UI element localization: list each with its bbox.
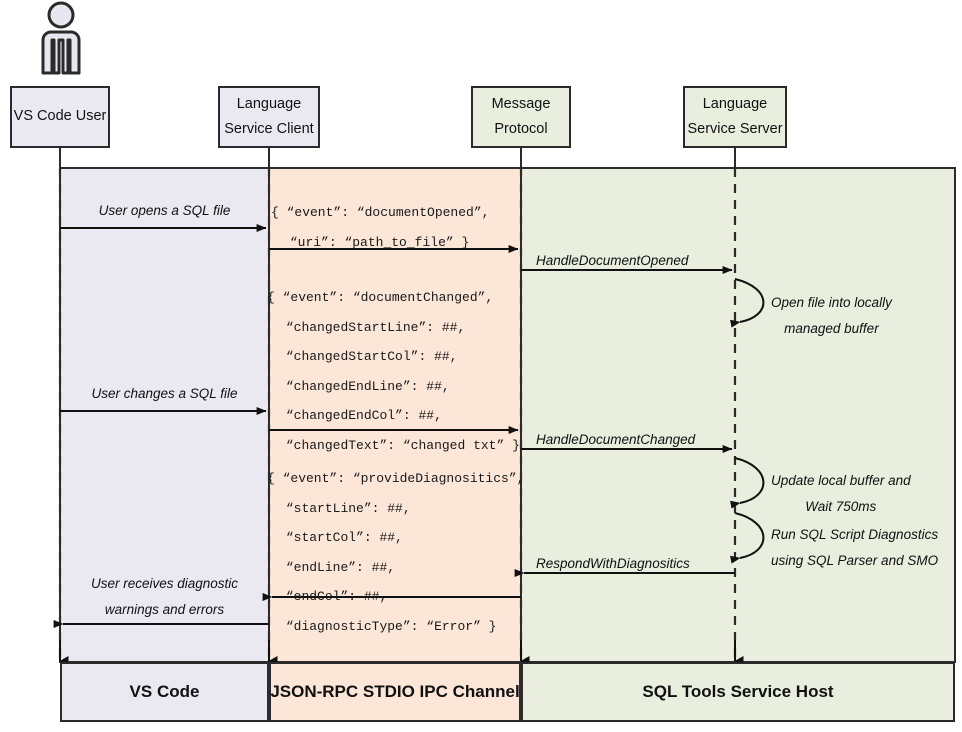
payload-line: “endLine”: ##, (285, 559, 396, 575)
payload-line: “endCol”: ##, (285, 589, 388, 604)
payload-line: “uri”: “path_to_file” } (289, 234, 470, 250)
message-arrows (53, 224, 735, 628)
participant-label-line: Language (236, 95, 302, 112)
message-label-respond-with-diagnositics: RespondWithDiagnositics (536, 551, 690, 577)
self-loop-update-buffer (730, 457, 765, 509)
participant-label-line: Service Server (687, 121, 783, 137)
payload-line: “changedStartCol”: ##, (285, 349, 458, 364)
payload-line: { “event”: “documentOpened”, (271, 205, 490, 220)
payload-line: “changedText”: “changed txt” } (285, 437, 520, 453)
lifeline-stubs (59, 148, 736, 168)
payload-provide-diagnositics: { “event”: “provideDiagnositics”, “start… (267, 464, 524, 641)
message-label-handle-document-opened: HandleDocumentOpened (536, 248, 688, 274)
lifelines (58, 168, 737, 662)
message-line: HandleDocumentChanged (536, 432, 696, 447)
band-label-text: SQL Tools Service Host (642, 682, 834, 701)
note-open-file: Open file into locally managed buffer (771, 290, 892, 343)
participant-language-service-server[interactable]: Language Service Server (683, 86, 787, 148)
band-label-vs-code: VS Code (60, 662, 269, 722)
note-line: using SQL Parser and SMO (771, 553, 939, 569)
participant-label-line: Message (491, 95, 551, 112)
participant-vs-code-user[interactable]: VS Code User (10, 86, 110, 148)
self-loop-open-file (730, 278, 765, 328)
message-label-user-receives-warnings: User receives diagnostic warnings and er… (58, 571, 271, 622)
note-line: Wait 750ms (805, 499, 877, 515)
payload-line: “startCol”: ##, (285, 530, 403, 545)
participant-label-line: VS Code User (13, 108, 107, 125)
message-label-handle-document-changed: HandleDocumentChanged (536, 427, 695, 453)
payload-line: “changedStartLine”: ##, (285, 319, 466, 335)
message-line: RespondWithDiagnositics (536, 556, 690, 571)
band-label-ipc-channel: JSON-RPC STDIO IPC Channel (269, 662, 521, 722)
message-line: User changes a SQL file (91, 386, 238, 401)
participant-label-line: Service Client (224, 121, 314, 137)
payload-document-opened: { “event”: “documentOpened”, “uri”: “pat… (271, 198, 489, 257)
message-label-user-opens-file: User opens a SQL file (60, 198, 269, 224)
note-line: Update local buffer and (771, 473, 911, 488)
band-vs-code (59, 167, 270, 663)
person-actor-icon (41, 1, 81, 75)
note-line: managed buffer (784, 321, 879, 337)
payload-line: “diagnosticType”: “Error” } (285, 618, 497, 634)
note-run-diagnostics: Run SQL Script Diagnostics using SQL Par… (771, 522, 938, 575)
self-loop-run-diagnostics (730, 512, 765, 564)
note-line: Open file into locally (771, 295, 892, 310)
message-line: warnings and errors (104, 601, 225, 617)
message-line: HandleDocumentOpened (536, 253, 689, 268)
self-loop-arrows (730, 278, 765, 564)
message-label-user-changes-file: User changes a SQL file (60, 381, 269, 407)
message-line: User receives diagnostic (90, 576, 239, 591)
payload-line: { “event”: “documentChanged”, (267, 290, 494, 305)
message-line: User opens a SQL file (98, 203, 231, 218)
participant-language-service-client[interactable]: Language Service Client (218, 86, 320, 148)
participant-message-protocol[interactable]: Message Protocol (471, 86, 571, 148)
band-label-text: JSON-RPC STDIO IPC Channel (270, 682, 520, 701)
participant-label-line: Language (702, 95, 768, 112)
note-update-buffer: Update local buffer and Wait 750ms (771, 468, 911, 521)
payload-line: “startLine”: ##, (285, 500, 411, 516)
band-host (520, 167, 956, 663)
payload-line: “changedEndCol”: ##, (285, 408, 442, 423)
lifeline-terminators (59, 640, 744, 666)
note-line: Run SQL Script Diagnostics (771, 527, 939, 542)
band-label-text: VS Code (129, 682, 200, 701)
band-label-sql-tools-service-host: SQL Tools Service Host (521, 662, 955, 722)
participant-label-line: Protocol (494, 121, 548, 137)
payload-line: “changedEndLine”: ##, (285, 378, 450, 394)
payload-line: { “event”: “provideDiagnositics”, (267, 471, 525, 486)
payload-document-changed: { “event”: “documentChanged”, “changedSt… (267, 283, 520, 460)
